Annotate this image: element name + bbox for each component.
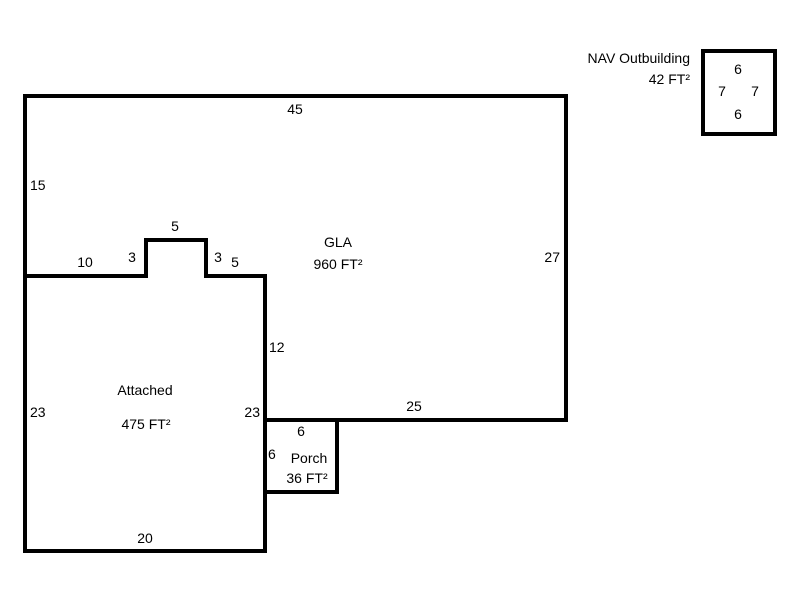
dim-gla-top: 45: [287, 101, 303, 117]
dim-attached-right: 23: [244, 404, 260, 420]
dim-attached-bottom: 20: [137, 530, 153, 546]
attached-name-label: Attached: [117, 382, 172, 398]
porch-outline: [263, 418, 339, 494]
gla-name-label: GLA: [324, 234, 353, 250]
outbuilding-area-label: 42 FT²: [649, 71, 691, 87]
dim-out-bottom: 6: [734, 106, 742, 122]
dim-out-right: 7: [751, 83, 759, 99]
outbuilding-name-label: NAV Outbuilding: [588, 50, 690, 66]
attached-outline: [23, 238, 267, 553]
porch-area-label: 36 FT²: [286, 470, 328, 486]
dim-gla-right: 27: [544, 249, 560, 265]
porch-name-label: Porch: [291, 450, 328, 466]
dim-notch-top: 5: [171, 218, 179, 234]
dim-notch-right-run: 5: [231, 254, 239, 270]
dim-gla-bottom: 25: [406, 398, 422, 414]
gla-outline: [23, 94, 568, 422]
attached-area-label: 475 FT²: [121, 416, 170, 432]
gla-area-label: 960 FT²: [313, 256, 362, 272]
dim-notch-left-run: 10: [77, 254, 93, 270]
dim-out-top: 6: [734, 61, 742, 77]
outbuilding-outline: [701, 49, 777, 136]
dim-porch-left: 6: [268, 446, 276, 462]
dim-gla-inner-right: 12: [269, 339, 285, 355]
dim-attached-left: 23: [30, 404, 46, 420]
dim-gla-left: 15: [30, 177, 46, 193]
dim-notch-left-rise: 3: [128, 249, 136, 265]
dim-porch-top: 6: [297, 423, 305, 439]
dim-out-left: 7: [718, 83, 726, 99]
dim-notch-right-drop: 3: [214, 249, 222, 265]
